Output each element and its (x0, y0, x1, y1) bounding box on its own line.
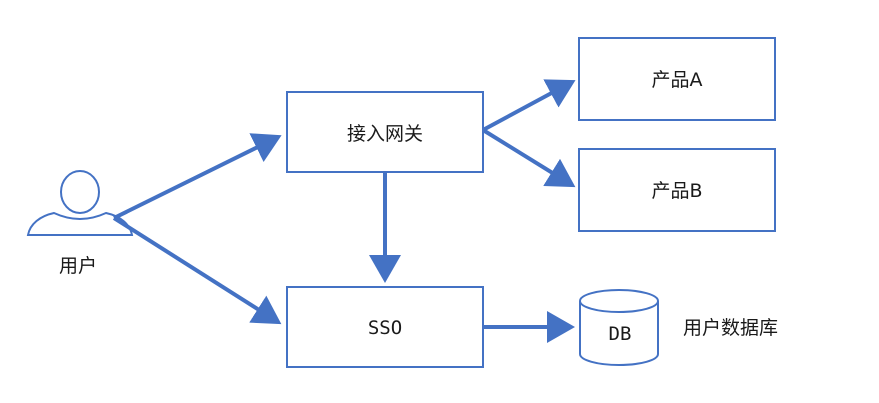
edge-user-to-sso (112, 216, 282, 325)
user-icon (26, 170, 134, 236)
database-icon (579, 289, 659, 366)
gateway-label: 接入网关 (347, 123, 423, 145)
product-a-node (578, 37, 776, 121)
product-b-node (578, 148, 776, 232)
db-label: DB (609, 323, 632, 345)
product-b-label: 产品B (651, 180, 702, 202)
user-label: 用户 (59, 255, 97, 277)
edge-gateway-to-product-b (481, 128, 576, 188)
sso-label: SSO (368, 317, 402, 339)
gateway-node (286, 91, 484, 173)
edge-user-to-gateway (113, 133, 282, 220)
product-a-label: 产品A (652, 69, 703, 91)
db-caption: 用户数据库 (683, 317, 778, 339)
edge-gateway-to-product-a (482, 79, 576, 132)
